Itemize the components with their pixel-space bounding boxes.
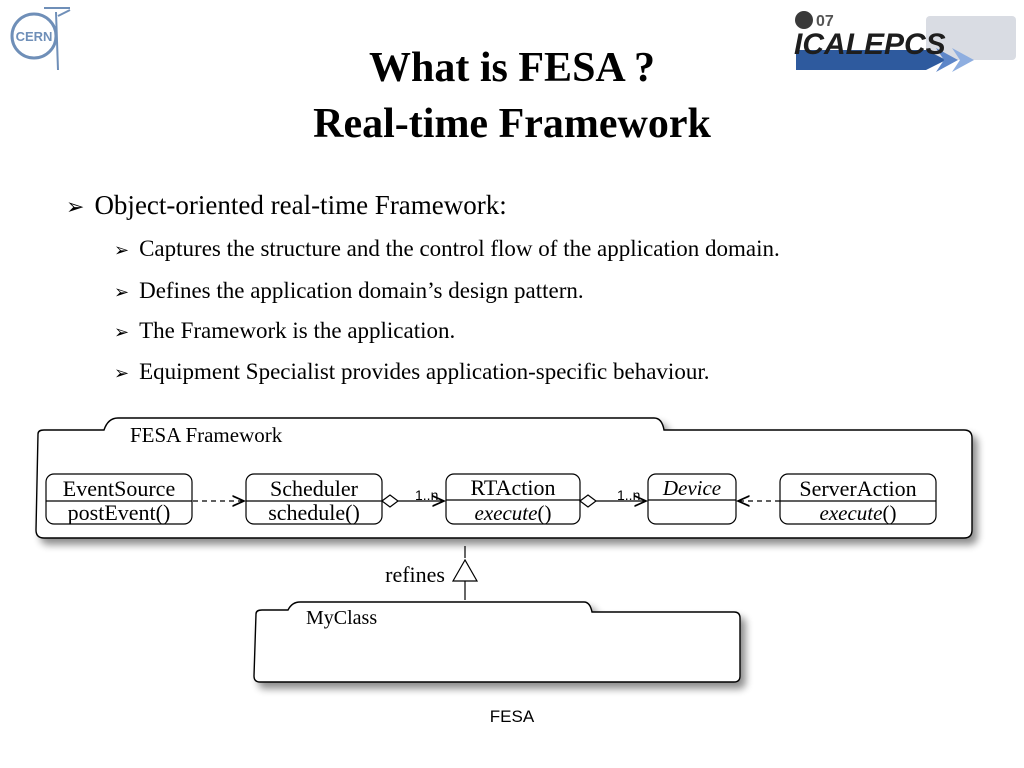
- bullet-main: ➢ Object-oriented real-time Framework:: [66, 190, 507, 221]
- slide-title: What is FESA ? Real-time Framework: [0, 40, 1024, 152]
- bullet-sub-text: The Framework is the application.: [139, 318, 456, 343]
- bullet-sub-1: ➢ Captures the structure and the control…: [114, 236, 780, 262]
- class-scheduler-method: schedule(): [268, 500, 360, 525]
- bullet-sub-text: Defines the application domain’s design …: [139, 278, 584, 303]
- package-fesa-framework-label: FESA Framework: [130, 423, 283, 447]
- icalepcs-logo: 07 ICALEPCS: [794, 11, 1016, 72]
- class-scheduler-name: Scheduler: [270, 476, 359, 501]
- class-rtaction-name: RTAction: [471, 475, 556, 500]
- refines-label: refines: [385, 562, 445, 587]
- class-rtaction-method: execute(): [475, 501, 552, 525]
- title-line-2: Real-time Framework: [313, 101, 711, 147]
- slide-footer: FESA: [489, 707, 535, 726]
- bullet-sub-2: ➢ Defines the application domain’s desig…: [114, 278, 584, 304]
- class-device: Device: [647, 473, 737, 525]
- class-eventsource: EventSource postEvent(): [45, 473, 193, 525]
- conference-year: 07: [816, 13, 834, 30]
- class-serveraction: ServerAction execute(): [779, 473, 937, 525]
- bullet-arrow-icon: ➢: [114, 240, 130, 260]
- class-serveraction-method: execute(): [820, 501, 897, 525]
- class-serveraction-name: ServerAction: [799, 476, 916, 501]
- class-device-name: Device: [662, 476, 721, 500]
- title-line-1: What is FESA ?: [369, 45, 655, 91]
- package-myclass-label: MyClass: [306, 607, 377, 629]
- bullet-arrow-icon: ➢: [114, 282, 130, 302]
- aggregation-rtaction-device: [579, 494, 646, 508]
- class-eventsource-name: EventSource: [63, 476, 175, 501]
- class-scheduler: Scheduler schedule(): [245, 473, 383, 525]
- bullet-main-text: Object-oriented real-time Framework:: [94, 190, 507, 220]
- multiplicity-label-2: 1..n: [617, 487, 640, 503]
- refines-relation: [451, 546, 479, 600]
- cern-logo: CERN: [10, 7, 71, 71]
- multiplicity-label-1: 1..n: [415, 487, 438, 503]
- cern-logo-text: CERN: [16, 29, 53, 44]
- bullet-sub-text: Equipment Specialist provides applicatio…: [139, 359, 710, 384]
- bullet-arrow-icon: ➢: [66, 194, 85, 219]
- class-eventsource-method: postEvent(): [68, 500, 171, 525]
- bullet-sub-text: Captures the structure and the control f…: [139, 236, 780, 261]
- aggregation-scheduler-rtaction: [381, 494, 444, 508]
- conference-name: ICALEPCS: [794, 28, 946, 61]
- bullet-sub-3: ➢ The Framework is the application.: [114, 318, 455, 344]
- bullet-arrow-icon: ➢: [114, 363, 130, 383]
- uml-diagram: FESA Framework EventSource postEvent() S…: [35, 417, 973, 683]
- class-rtaction: RTAction execute(): [445, 473, 581, 525]
- bullet-arrow-icon: ➢: [114, 322, 130, 342]
- bullet-sub-4: ➢ Equipment Specialist provides applicat…: [114, 359, 709, 385]
- package-myclass: [253, 601, 741, 683]
